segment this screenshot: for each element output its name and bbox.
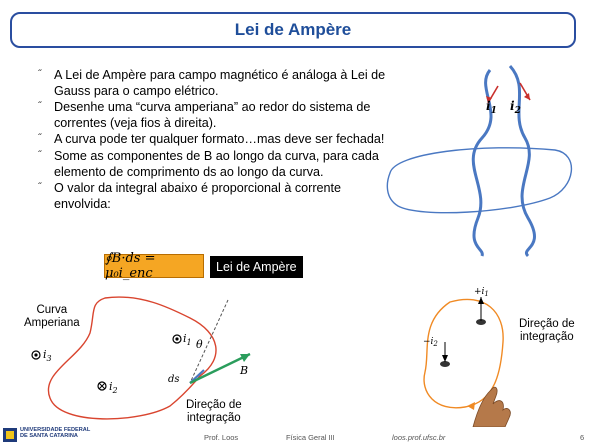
right-direction-label: Direção de integração (519, 318, 575, 344)
bullet-item: ˝ O valor da integral abaixo é proporcio… (38, 181, 398, 212)
wire-i1-sub: 1 (491, 106, 497, 116)
svg-text:−i2: −i2 (423, 337, 438, 348)
bullet-item: ˝ Desenhe uma “curva amperiana” ao redor… (38, 100, 398, 131)
svg-text:i2: i2 (109, 380, 118, 395)
svg-text:+i1: +i1 (474, 287, 489, 298)
bullet-text: O valor da integral abaixo é proporciona… (54, 181, 342, 211)
b-label: B (239, 364, 248, 377)
bullet-marker: ˝ (38, 149, 42, 161)
theta-label: θ (196, 338, 203, 351)
university-line-1: UNIVERSIDADE FEDERAL (20, 427, 91, 433)
amperian-curve (47, 296, 217, 420)
svg-text:i1: i1 (183, 332, 192, 347)
normal-dashed (189, 299, 229, 384)
wire-i2-label: i (510, 99, 515, 113)
law-tag: Lei de Ampère (210, 256, 303, 278)
footer-site: loos.prof.ufsc.br (392, 433, 446, 442)
left-direction-line-2: integração (186, 412, 241, 424)
left-i2-sub: 2 (112, 386, 118, 395)
bullet-list: ˝ A Lei de Ampère para campo magnético é… (38, 68, 398, 213)
bullet-text: A Lei de Ampère para campo magnético é a… (54, 68, 386, 98)
left-direction-line-1: Direção de (186, 399, 242, 411)
left-i3-label: i (43, 348, 47, 361)
orange-loop (423, 298, 504, 409)
university-logo-icon (3, 428, 17, 442)
footer-page-number: 6 (580, 433, 585, 442)
left-i3-sub: 3 (47, 354, 52, 363)
bullet-marker: ˝ (38, 69, 42, 80)
footer-author: Prof. Loos (204, 433, 239, 442)
bullet-item: ˝ Some as componentes de B ao longo da c… (38, 149, 398, 180)
svg-text:i2: i2 (510, 99, 521, 116)
bullet-marker: ˝ (38, 182, 42, 194)
bullet-text: A curva pode ter qualquer formato…mas de… (54, 132, 385, 147)
curve-label-line-1: Curva (36, 304, 68, 316)
right-direction-line-1: Direção de (519, 318, 575, 330)
bullet-item: ˝ A Lei de Ampère para campo magnético é… (38, 68, 398, 99)
amperian-loop (386, 147, 572, 214)
left-i1-sub: 1 (187, 338, 192, 347)
ampere-equation: ∮B·ds = μ₀i_enc (104, 251, 204, 281)
bullet-marker: ˝ (38, 133, 42, 145)
wire-i1-label: i (486, 99, 491, 113)
slide-title: Lei de Ampère (234, 20, 352, 39)
university-line-2: DE SANTA CATARINA (20, 433, 78, 439)
amperian-curve-figure: θ ds B i1 i2 i3 (31, 296, 251, 420)
integration-figure: +i1 −i2 (423, 287, 511, 427)
left-direction-label: Direção de integração (186, 399, 242, 425)
footer: Prof. Loos Física Geral III loos.prof.uf… (0, 430, 591, 447)
right-direction-line-2: integração (519, 331, 574, 343)
left-i1-label: i (183, 332, 187, 345)
wire-2 (508, 64, 536, 258)
bullet-item: ˝ A curva pode ter qualquer formato…mas … (38, 132, 398, 148)
minus-i2-label: −i (423, 337, 434, 347)
ds-label: ds (168, 374, 180, 385)
university-name: UNIVERSIDADE FEDERAL DE SANTA CATARINA (20, 427, 90, 439)
wires-figure: i1 i2 (386, 64, 572, 258)
wire-i2-sub: 2 (514, 106, 521, 116)
svg-text:i3: i3 (43, 348, 52, 363)
left-i2-label: i (109, 380, 113, 393)
hand-icon (472, 386, 511, 427)
curve-label-line-2: Amperiana (24, 317, 80, 329)
plus-i1-label: +i (474, 287, 485, 297)
bullet-text: Desenhe uma “curva amperiana” ao redor d… (54, 100, 371, 130)
footer-course: Física Geral III (286, 433, 335, 442)
minus-i2-sub: 2 (432, 340, 438, 348)
svg-text:i1: i1 (486, 99, 497, 116)
slide-title-bar: Lei de Ampère (10, 12, 576, 48)
curve-label: Curva Amperiana (24, 304, 80, 330)
b-vector (189, 352, 251, 385)
bullet-marker: ˝ (38, 101, 42, 113)
plus-i1-sub: 1 (484, 290, 488, 298)
bullet-text: Some as componentes de B ao longo da cur… (54, 148, 379, 179)
